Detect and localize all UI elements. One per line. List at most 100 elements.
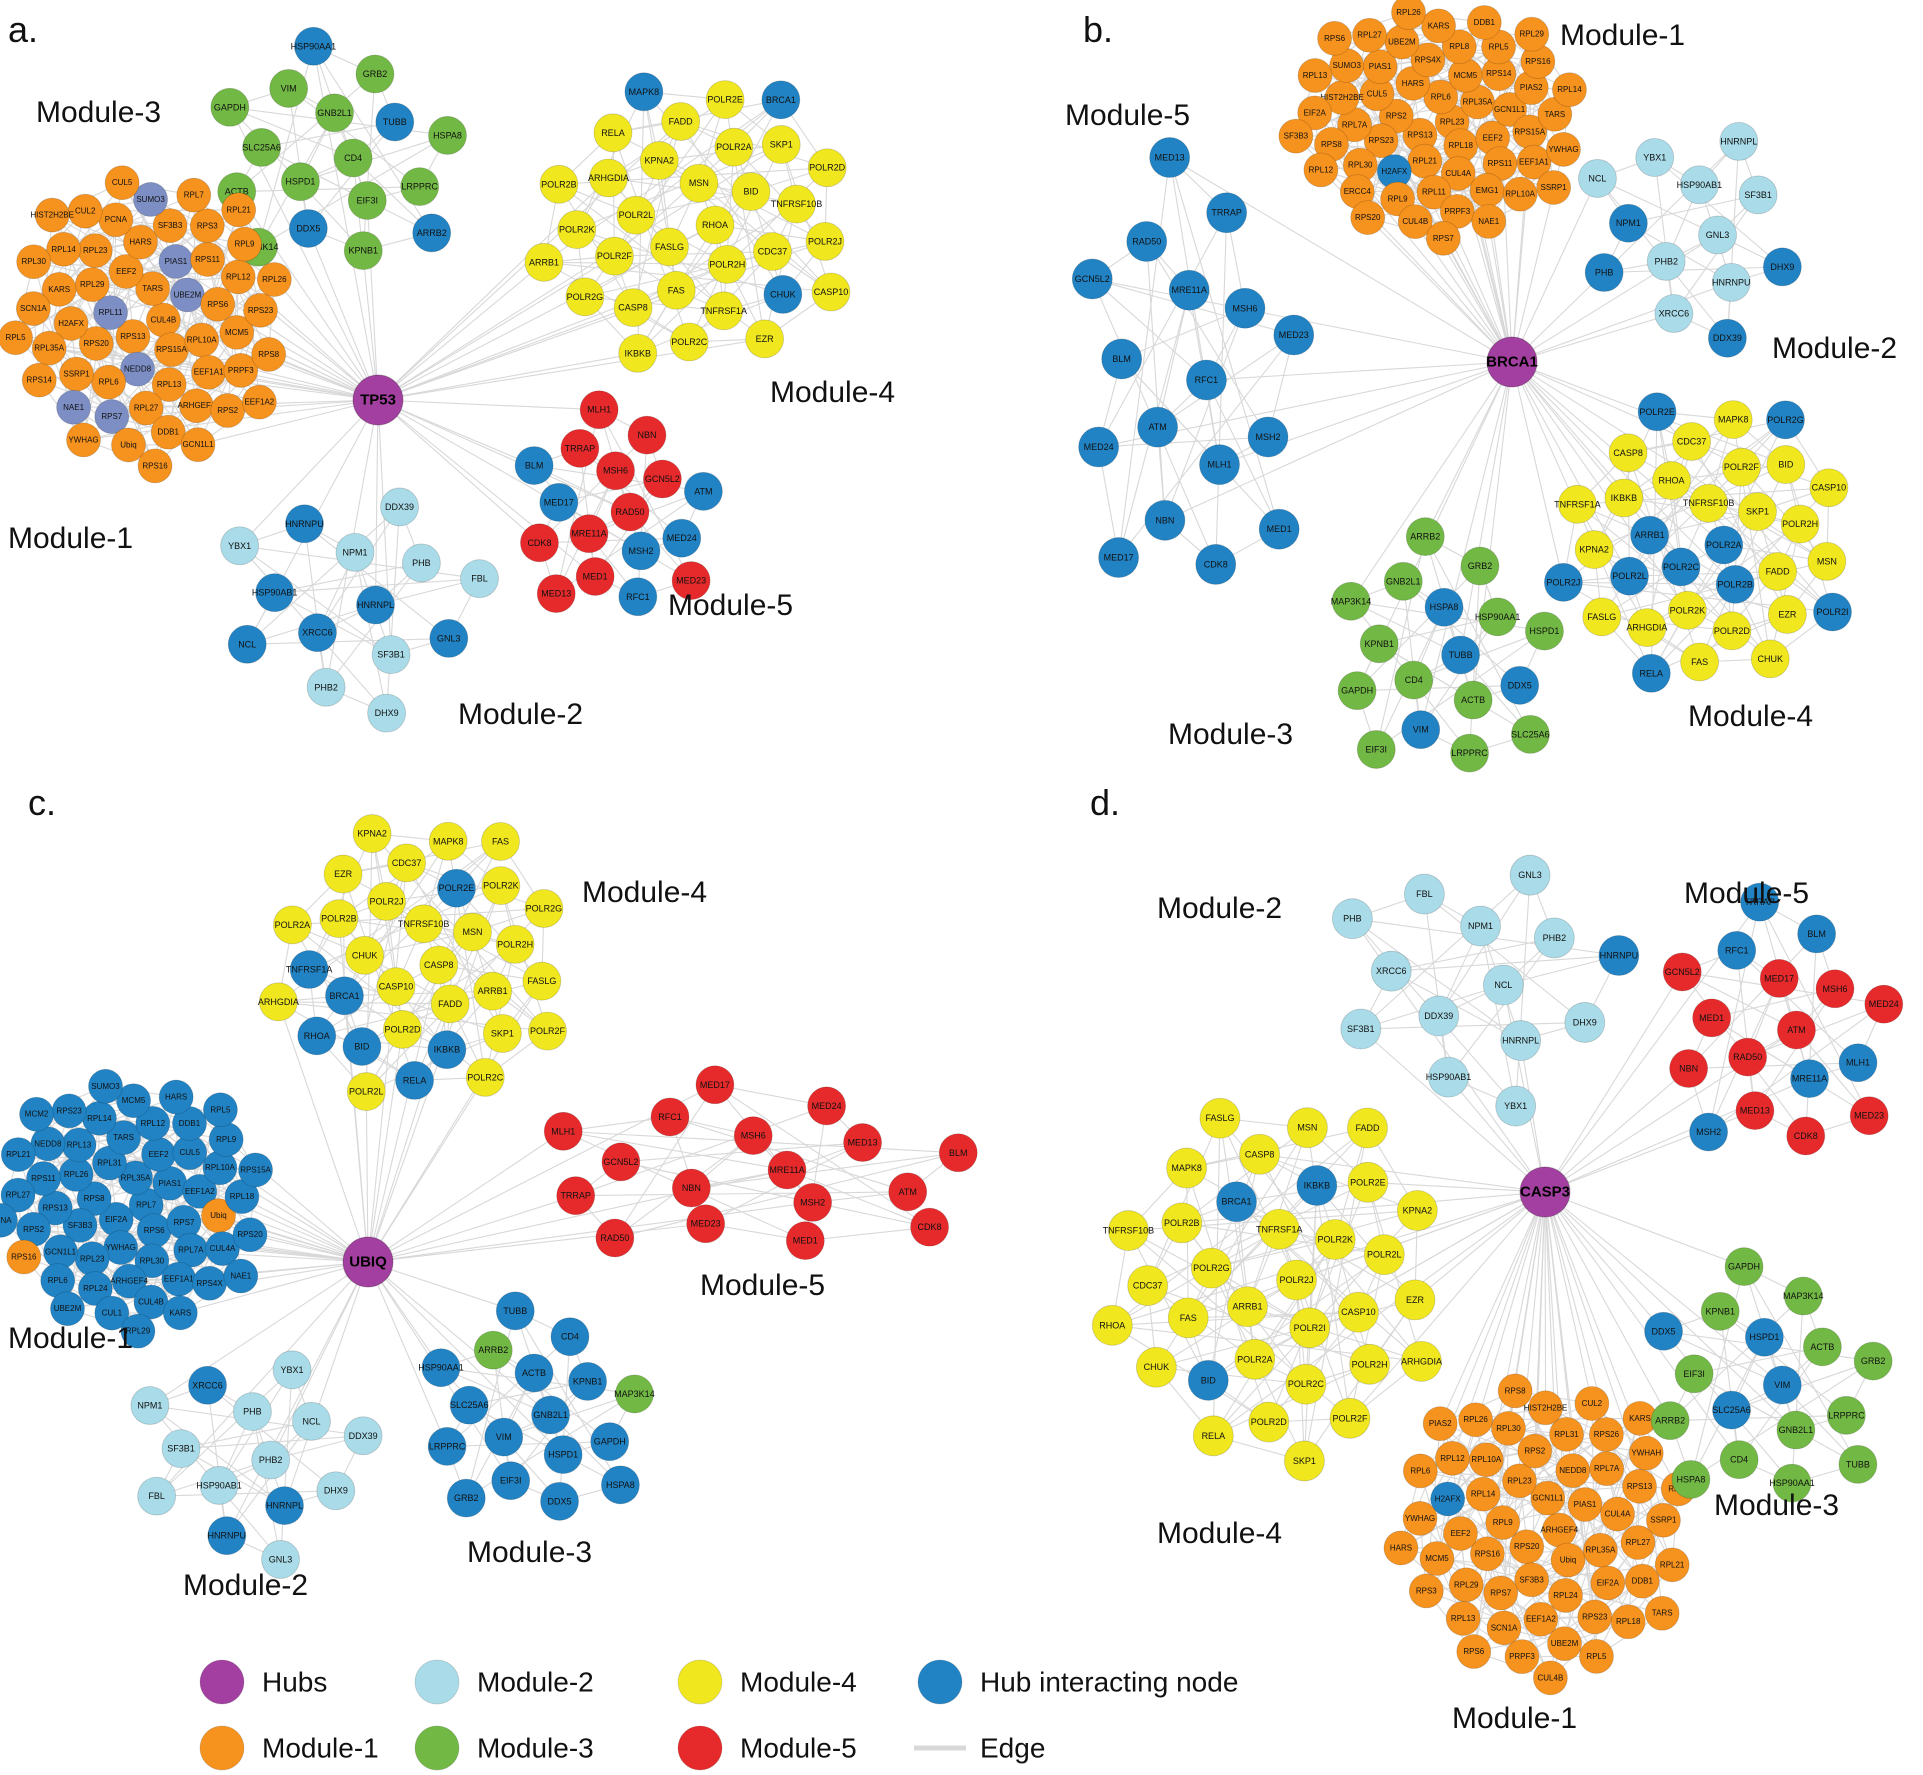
node-circle — [1430, 1481, 1466, 1517]
node-circle — [1548, 1578, 1583, 1613]
node-label: RPS23 — [248, 306, 274, 315]
node-circle — [1766, 400, 1805, 440]
node-circle — [1234, 1338, 1276, 1380]
node-label: MED17 — [1104, 553, 1134, 563]
node-label: MAPK8 — [433, 836, 464, 846]
node-MED24: MED24 — [1864, 984, 1904, 1024]
node-KPNB1: KPNB1 — [1700, 1291, 1740, 1331]
hub-label: CASP3 — [1520, 1184, 1570, 1201]
node-GCN1L1: GCN1L1 — [1530, 1480, 1566, 1516]
node-label: SKP1 — [491, 1028, 514, 1038]
node-circle — [41, 271, 77, 307]
node-RPL5: RPL5 — [202, 1092, 238, 1128]
node-label: SF3B3 — [68, 1221, 93, 1230]
node-circle — [1440, 156, 1476, 191]
node-label: FADD — [1355, 1123, 1380, 1133]
node-label: MCM5 — [1425, 1554, 1449, 1563]
node-label: ARRB1 — [1635, 530, 1665, 540]
node-label: CD4 — [1730, 1455, 1748, 1465]
module-caption-a-module-3: Module-3 — [36, 96, 161, 129]
node-circle — [1620, 1525, 1656, 1560]
node-label: RPS3 — [197, 221, 218, 230]
node-circle — [1352, 17, 1387, 53]
node-EIF2A: EIF2A — [98, 1201, 134, 1237]
node-label: GCN1L1 — [45, 1247, 77, 1256]
node-label: NBN — [1155, 515, 1174, 525]
node-MED24: MED24 — [807, 1086, 847, 1126]
node-MCM5: MCM5 — [219, 314, 255, 350]
legend-swatch-module-3 — [414, 1725, 460, 1771]
node-circle — [152, 208, 188, 244]
node-circle — [343, 231, 383, 271]
node-circle — [1195, 544, 1237, 585]
node-circle — [1456, 1634, 1492, 1669]
node-label: CUL4B — [150, 316, 176, 325]
node-GNL3: GNL3 — [261, 1540, 300, 1579]
node-BLM: BLM — [1797, 914, 1837, 954]
node-RPS23: RPS23 — [51, 1093, 87, 1129]
node-circle — [1790, 1059, 1829, 1099]
node-KARS: KARS — [41, 271, 77, 307]
node-CASP8: CASP8 — [419, 945, 459, 985]
node-HSPA8: HSPA8 — [1424, 587, 1464, 627]
node-circle — [1525, 611, 1564, 651]
node-circle — [297, 1016, 337, 1056]
node-VIM: VIM — [269, 69, 309, 108]
node-circle — [428, 116, 467, 155]
node-label: RPS6 — [1324, 34, 1345, 43]
node-BRCA1: BRCA1 — [1216, 1181, 1257, 1223]
legend-swatch-module-5 — [677, 1725, 723, 1771]
node-label: RPL11 — [99, 308, 123, 317]
node-MED1: MED1 — [785, 1221, 825, 1261]
node-circle — [1567, 1487, 1603, 1522]
node-label: MCM5 — [225, 328, 249, 337]
node-circle — [1555, 1453, 1591, 1489]
node-RPL27: RPL27 — [1620, 1525, 1656, 1560]
node-circle — [120, 351, 155, 387]
node-XRCC6: XRCC6 — [1654, 294, 1694, 333]
node-TNFRSF1A: TNFRSF1A — [700, 291, 747, 331]
node-label: HSPA8 — [1677, 1474, 1706, 1484]
node-SLC25A6: SLC25A6 — [449, 1385, 489, 1425]
node-RPS16: RPS16 — [137, 448, 173, 484]
node-label: BID — [354, 1041, 370, 1051]
node-MED13: MED13 — [1735, 1091, 1775, 1131]
node-circle — [182, 1173, 218, 1209]
node-label: RPL24 — [83, 1284, 108, 1293]
node-label: XRCC6 — [192, 1380, 223, 1390]
node-circle — [1550, 1542, 1586, 1578]
node-PHB: PHB — [233, 1392, 272, 1431]
node-label: POLR2H — [497, 939, 533, 949]
node-label: RPL14 — [51, 245, 76, 254]
node-circle — [1644, 1595, 1680, 1631]
node-GCN1L1: GCN1L1 — [1492, 92, 1528, 127]
node-label: GCN5L2 — [645, 474, 680, 484]
node-TRRAP: TRRAP — [1206, 192, 1248, 234]
node-label: MAP3K14 — [1331, 596, 1372, 606]
node-DHX9: DHX9 — [316, 1471, 356, 1511]
node-circle — [590, 1422, 630, 1462]
node-circle — [642, 459, 682, 499]
node-circle — [482, 1014, 522, 1053]
node-ARRB2: ARRB2 — [1405, 517, 1445, 557]
node-circle — [1549, 1416, 1584, 1452]
node-PRPF3: PRPF3 — [223, 353, 259, 388]
node-circle — [1767, 595, 1807, 634]
node-YWHAG: YWHAG — [1402, 1501, 1438, 1536]
node-label: DDX5 — [296, 223, 320, 233]
node-RPL7: RPL7 — [176, 177, 212, 213]
node-label: SLC25A6 — [1511, 729, 1550, 739]
node-circle — [481, 822, 520, 861]
node-circle — [1588, 1417, 1624, 1452]
node-HNRNPL: HNRNPL — [1719, 121, 1759, 161]
node-label: GNL3 — [1518, 870, 1542, 880]
node-circle — [481, 866, 521, 906]
node-circle — [1161, 1202, 1203, 1244]
node-label: TARS — [1652, 1609, 1673, 1618]
node-ARRB2: ARRB2 — [473, 1330, 513, 1370]
node-circle — [383, 1010, 422, 1049]
node-IKBKB: IKBKB — [618, 333, 658, 373]
node-ACTB: ACTB — [1802, 1327, 1842, 1367]
node-label: TARS — [1544, 110, 1565, 119]
